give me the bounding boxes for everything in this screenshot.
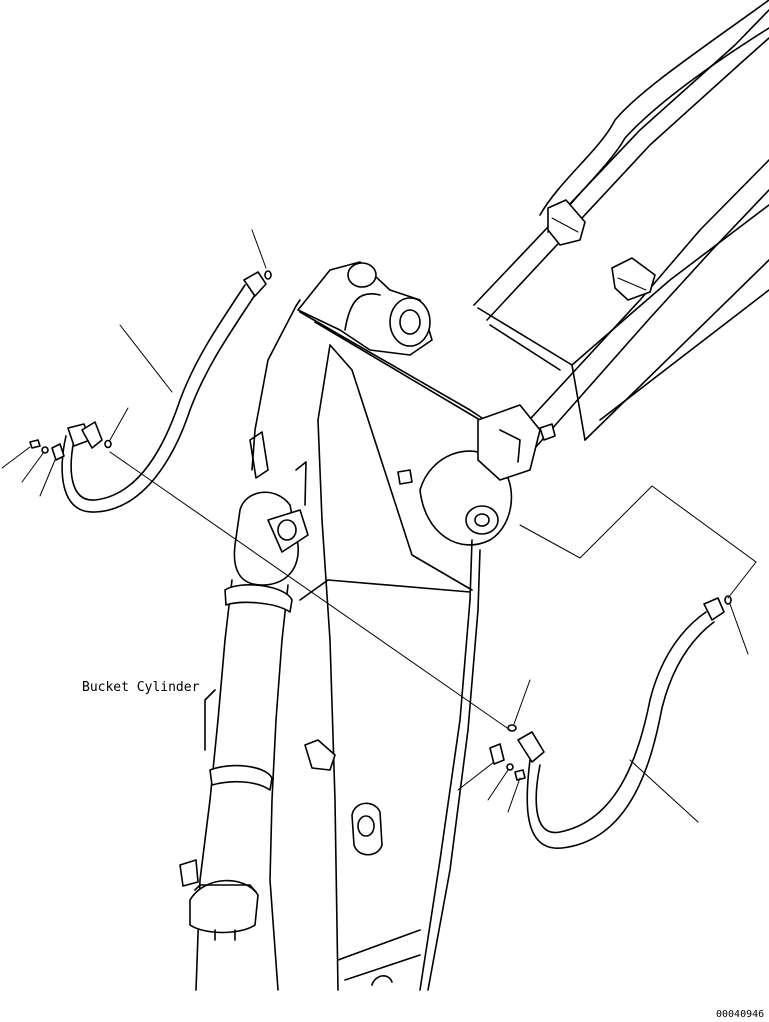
right-bolt <box>514 769 526 781</box>
right-split-flange <box>489 743 505 765</box>
drawing-number: 00040946 <box>716 1009 765 1020</box>
bucket-cylinder-label: Bucket Cylinder <box>82 680 200 695</box>
right-o-ring-upper <box>724 595 732 605</box>
left-washer <box>41 446 49 454</box>
left-fitting-elbow <box>81 421 103 449</box>
right-washer <box>506 763 514 771</box>
upper-hose-clamp <box>547 199 586 246</box>
right-hose <box>517 597 725 849</box>
right-o-ring-lower <box>507 724 517 732</box>
arm-pivot-joint <box>397 404 556 546</box>
boom-structure <box>473 0 769 449</box>
bucket-cylinder <box>179 431 309 991</box>
left-o-ring-upper <box>264 270 272 280</box>
left-hose <box>61 271 267 513</box>
arm-boss-plate <box>304 739 336 771</box>
left-bolt <box>29 439 41 449</box>
left-o-ring-lower <box>104 439 112 449</box>
callout-leaders <box>1 229 757 823</box>
left-split-flange <box>51 443 65 461</box>
arm-lower-hole <box>371 975 393 986</box>
arm-body <box>251 299 481 991</box>
arm-top-bracket <box>297 261 501 431</box>
arm-access-cover <box>351 802 383 856</box>
lower-hose-clamp <box>611 257 656 301</box>
